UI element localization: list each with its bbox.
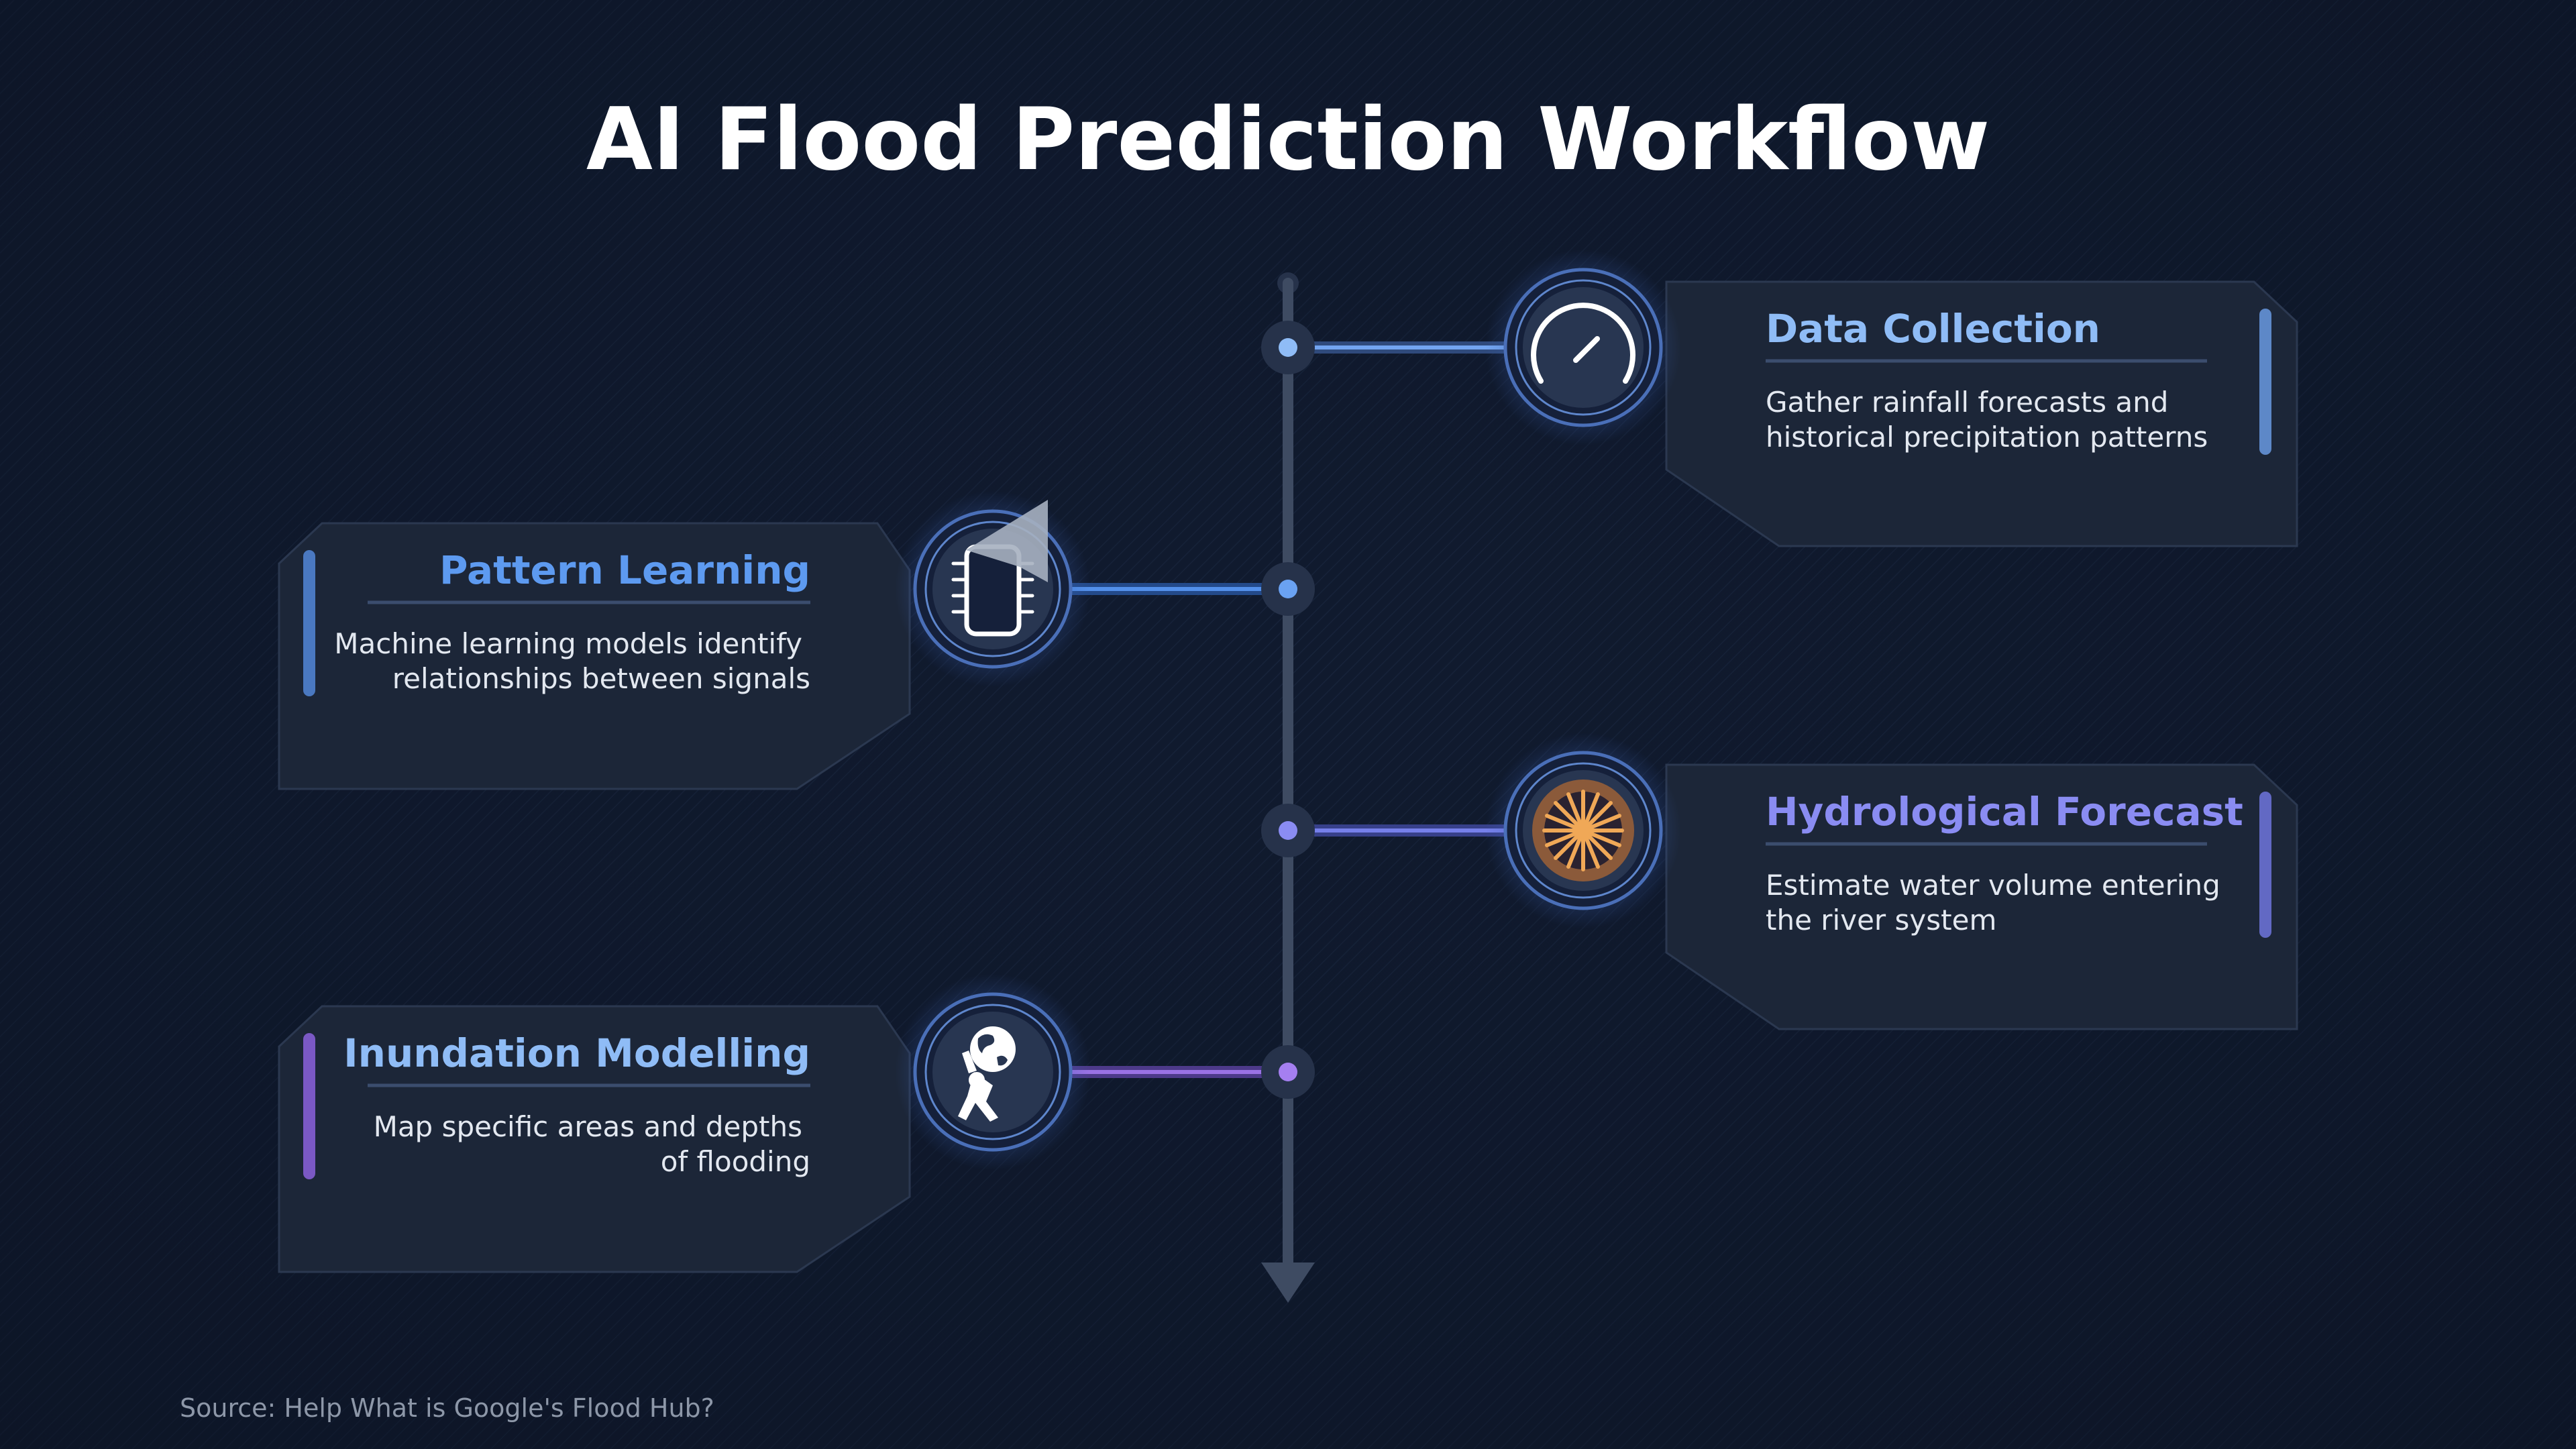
wheel-icon	[1485, 733, 1681, 928]
step-description-line-2: relationships between signals	[392, 662, 810, 695]
step-title: Inundation Modelling	[343, 1030, 810, 1076]
step-card	[1665, 763, 2298, 1030]
step-pattern-learning: Pattern Learning Machine learning models…	[278, 491, 1315, 790]
gauge-icon	[1485, 250, 1681, 445]
step-data-collection: Data Collection Gather rainfall forecast…	[1261, 250, 2298, 547]
step-card	[278, 522, 911, 790]
step-description-line-1: Map specific areas and depths	[374, 1110, 802, 1143]
connector-node	[1279, 580, 1297, 598]
card-accent-bar	[303, 1033, 315, 1179]
step-description-line-1: Gather rainfall forecasts and	[1766, 386, 2168, 419]
step-title: Data Collection	[1766, 306, 2100, 352]
step-card	[1665, 280, 2298, 547]
timeline-spine	[1261, 272, 1315, 1303]
connector-node	[1279, 821, 1297, 840]
connector-node	[1279, 338, 1297, 357]
card-accent-bar	[2259, 309, 2271, 455]
microchip-icon	[895, 491, 1091, 687]
card-accent-bar	[2259, 792, 2271, 938]
step-title: Hydrological Forecast	[1766, 789, 2243, 835]
step-card	[278, 1005, 911, 1273]
source-note: Source: Help What is Google's Flood Hub?	[180, 1393, 714, 1423]
step-title: Pattern Learning	[439, 547, 810, 593]
step-hydrological-forecast: Hydrological Forecast Estimate water vol…	[1261, 733, 2298, 1030]
connector-node	[1279, 1063, 1297, 1081]
step-description-line-1: Machine learning models identify	[334, 627, 802, 660]
step-description-line-2: of flooding	[661, 1145, 810, 1178]
step-description-line-1: Estimate water volume entering	[1766, 869, 2220, 902]
step-description-line-2: the river system	[1766, 904, 1996, 936]
spine-arrowhead	[1261, 1263, 1315, 1303]
step-inundation-modelling: Inundation Modelling Map specific areas …	[278, 974, 1315, 1273]
step-description-line-2: historical precipitation patterns	[1766, 421, 2208, 453]
page-title: AI Flood Prediction Workflow	[586, 90, 1990, 190]
atlas-globe-icon	[895, 974, 1091, 1170]
card-accent-bar	[303, 550, 315, 696]
